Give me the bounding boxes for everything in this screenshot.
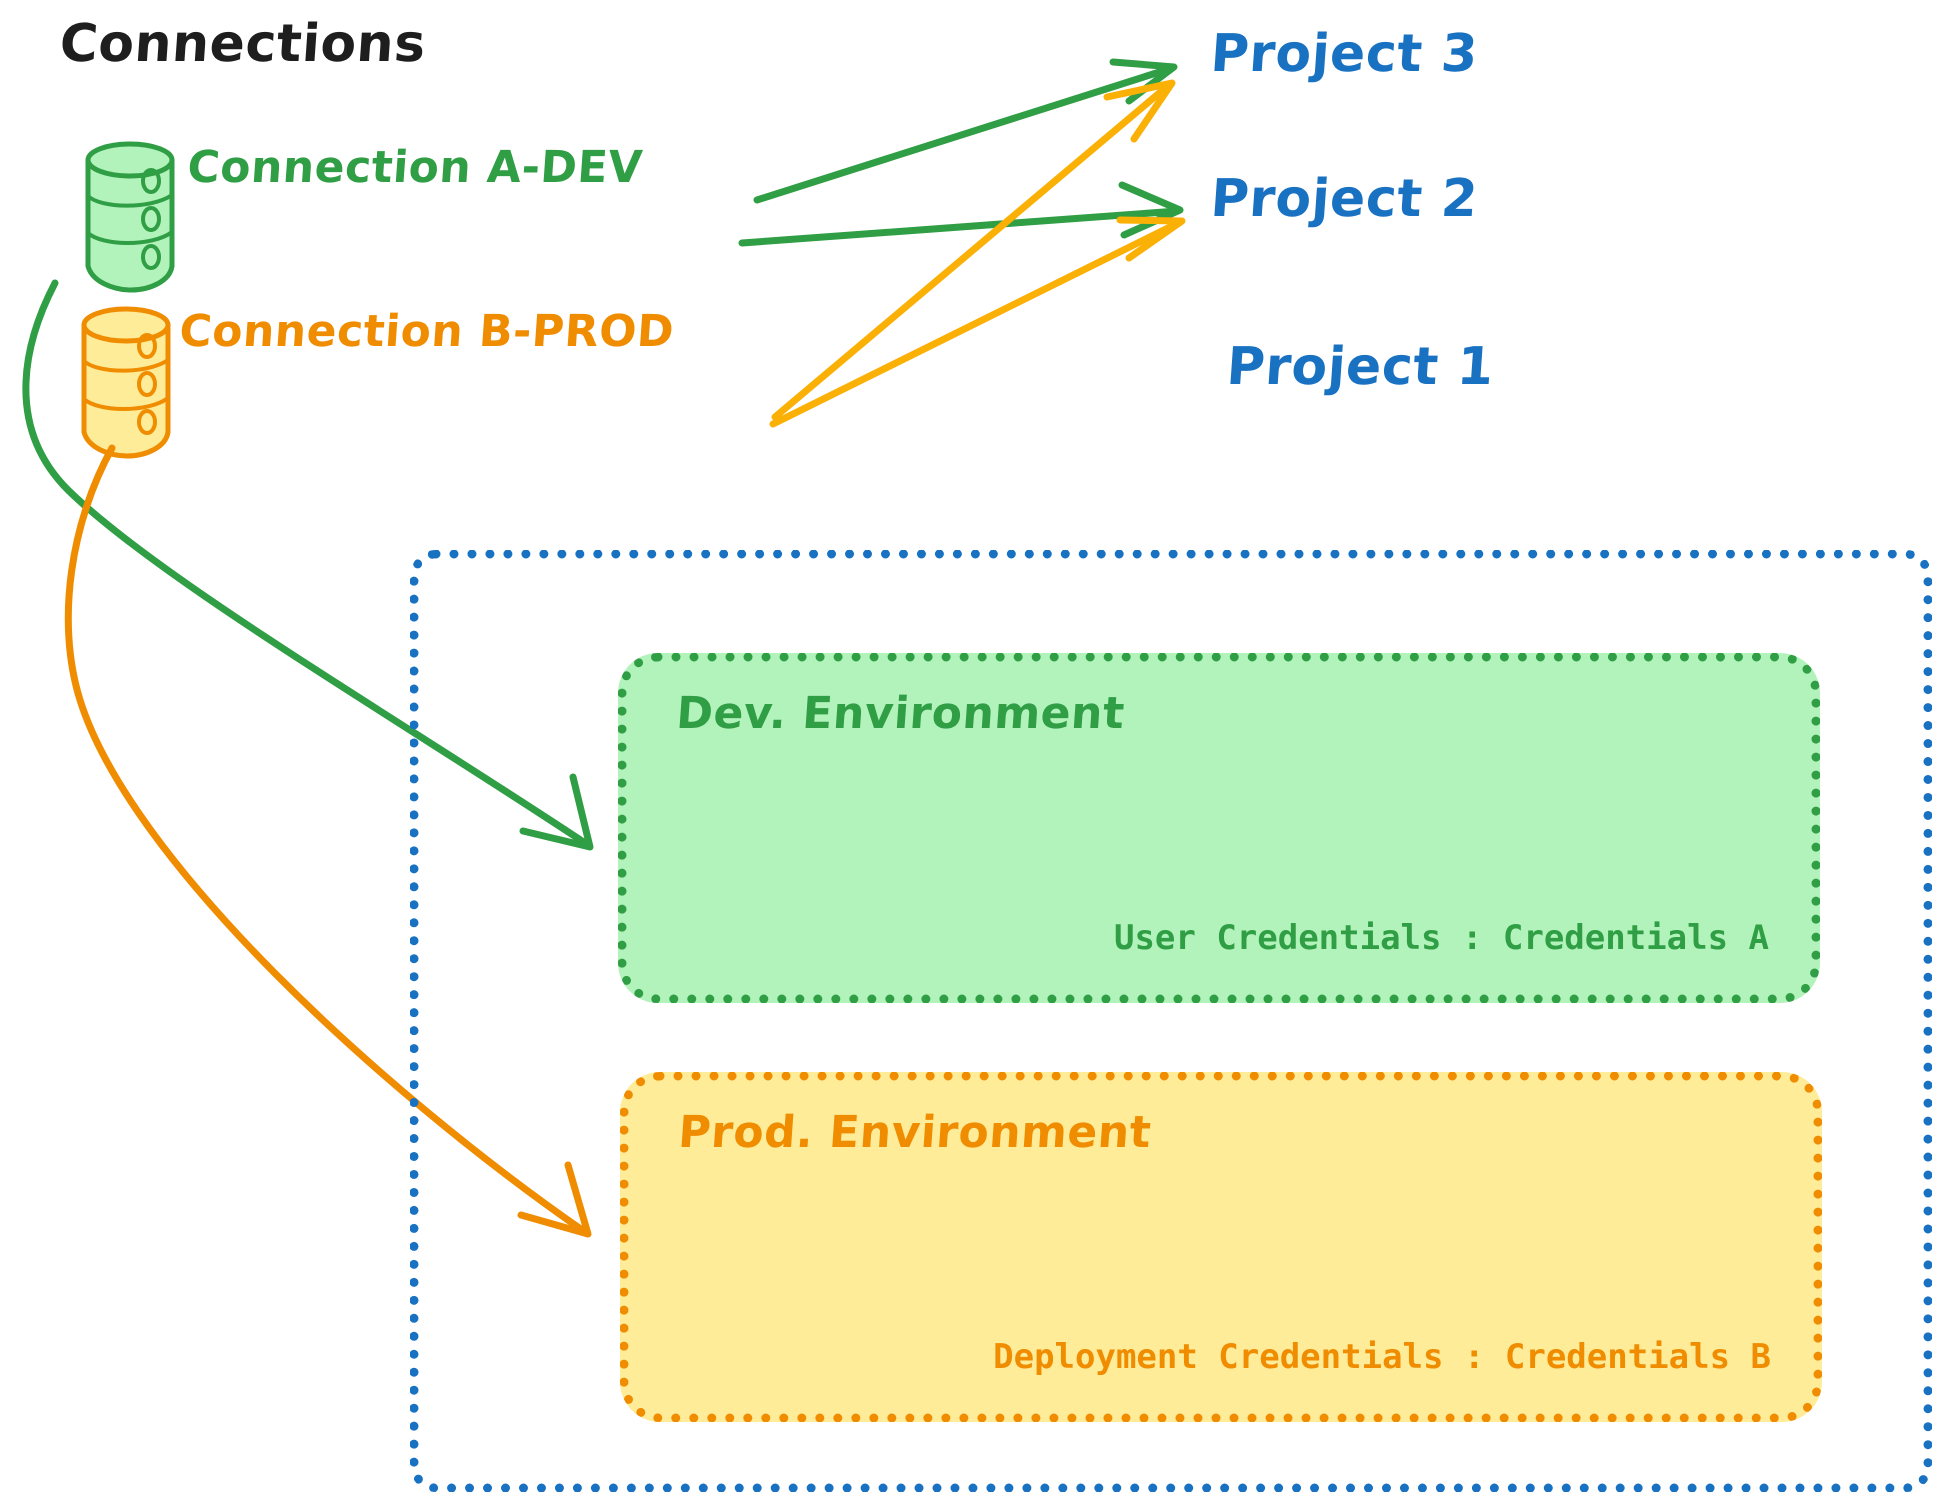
dev-environment-credentials: User Credentials : Credentials A xyxy=(1113,918,1769,958)
connection-a-dev-label[interactable]: Connection A-DEV xyxy=(185,142,645,193)
database-cylinder-icon-orange xyxy=(81,306,171,459)
project-2-label[interactable]: Project 2 xyxy=(1208,169,1480,229)
page-title: Connections xyxy=(57,14,428,74)
dev-environment-title: Dev. Environment xyxy=(674,688,1127,739)
arrow-conn-a-to-project-2 xyxy=(738,181,1184,247)
prod-environment-credentials: Deployment Credentials : Credentials B xyxy=(993,1337,1771,1377)
project-3-label[interactable]: Project 3 xyxy=(1208,24,1480,84)
prod-environment-box[interactable]: Prod. Environment Deployment Credentials… xyxy=(620,1072,1822,1422)
arrow-conn-b-to-project-2 xyxy=(769,216,1186,428)
project-1-container xyxy=(410,550,1932,1492)
connection-b-prod-label[interactable]: Connection B-PROD xyxy=(177,306,676,357)
arrow-conn-a-to-project-3 xyxy=(753,58,1178,204)
arrow-conn-b-to-project-3 xyxy=(771,79,1176,421)
prod-environment-title: Prod. Environment xyxy=(676,1107,1154,1158)
dev-environment-box[interactable]: Dev. Environment User Credentials : Cred… xyxy=(618,653,1820,1003)
project-1-label[interactable]: Project 1 xyxy=(1224,337,1496,397)
database-cylinder-icon-green xyxy=(85,141,175,293)
